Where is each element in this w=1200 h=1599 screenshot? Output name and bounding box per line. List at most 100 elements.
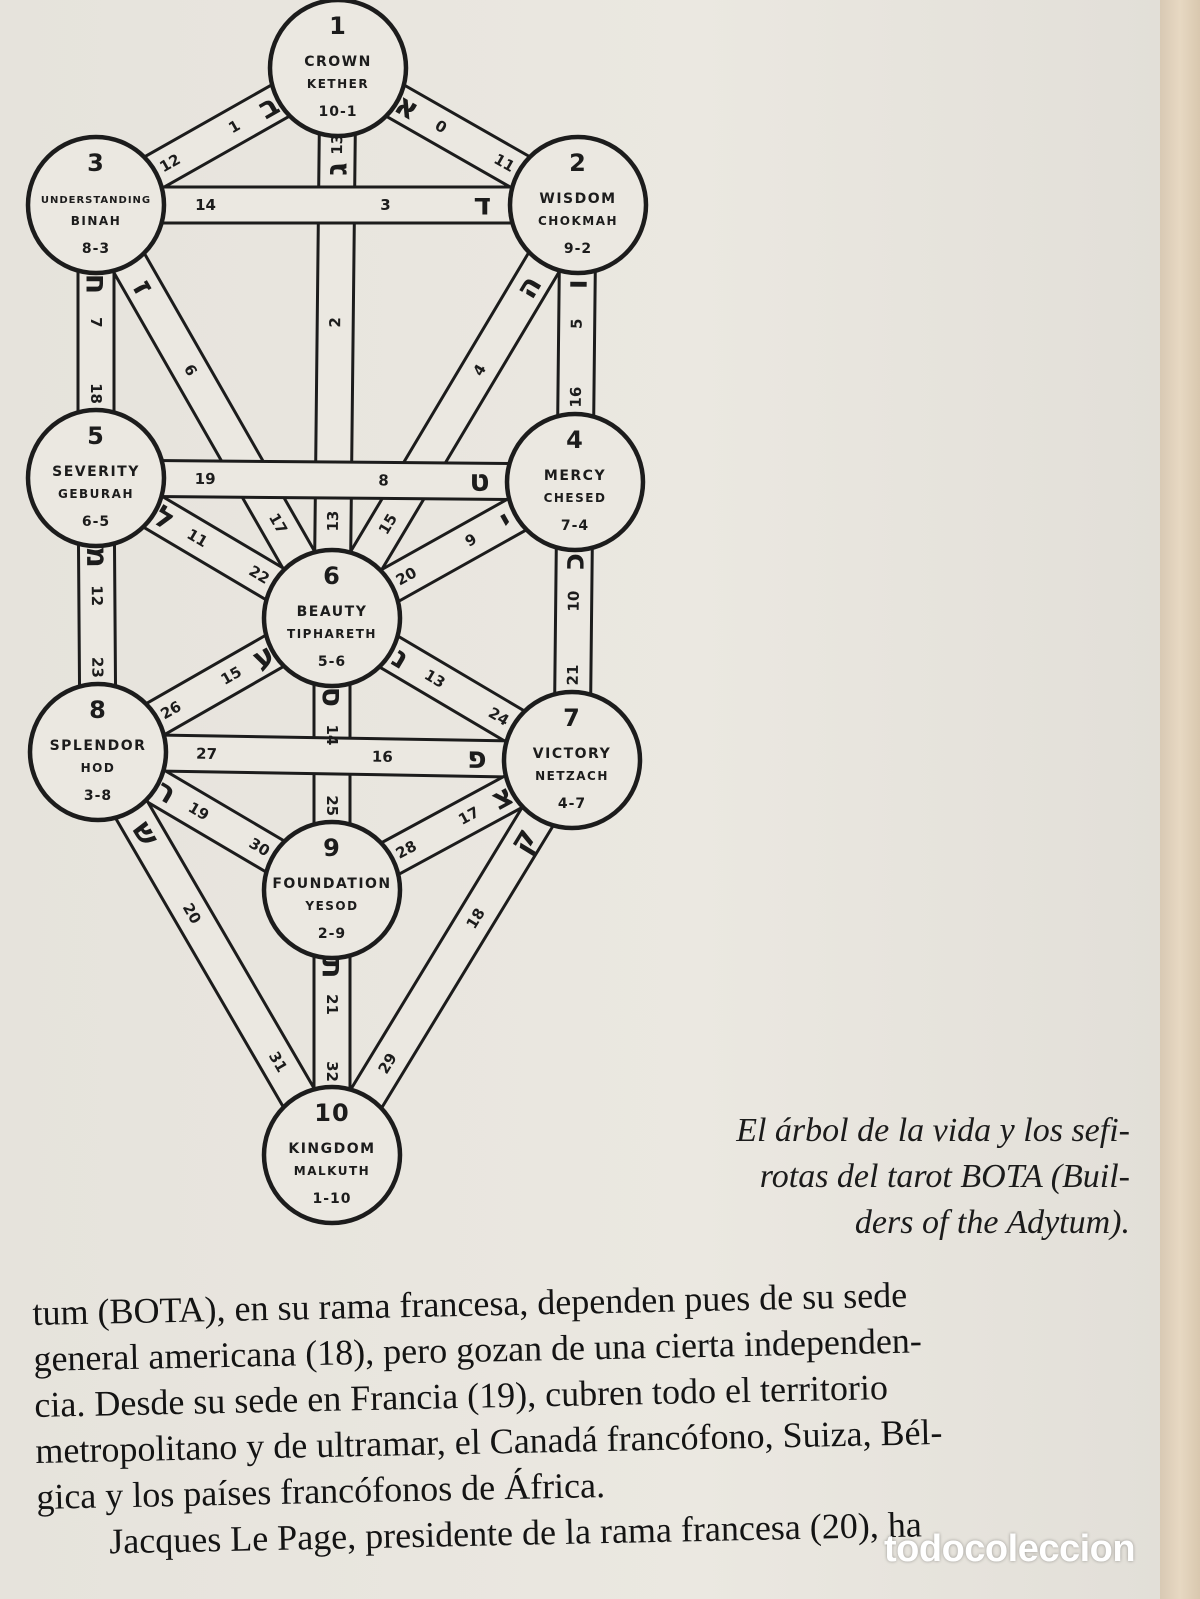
sephira-circle xyxy=(267,0,409,139)
sephira-name: CROWN xyxy=(304,54,372,70)
sephira-circle xyxy=(261,547,403,689)
sephira-range: 9-2 xyxy=(564,241,592,257)
sephira-number: 10 xyxy=(314,1099,349,1127)
sephira-number: 2 xyxy=(569,149,587,177)
hebrew-letter-ג: ג xyxy=(319,162,354,176)
path-2-3 xyxy=(94,185,580,225)
path-number: 10 xyxy=(565,591,583,612)
sephira-hebrew-name: GEBURAH xyxy=(58,487,134,501)
sephira-range: 3-8 xyxy=(84,788,112,804)
hebrew-letter-פ: פ xyxy=(467,741,487,776)
sephira-range: 10-1 xyxy=(318,104,357,120)
path-number: 27 xyxy=(196,745,217,763)
path-4-5 xyxy=(94,458,577,502)
path-number: 21 xyxy=(323,994,341,1015)
sephira-range: 8-3 xyxy=(82,241,110,257)
sephira-range: 5-6 xyxy=(318,654,346,670)
path-number: 8 xyxy=(378,471,389,489)
path-number: 16 xyxy=(372,748,393,766)
sephira-range: 7-4 xyxy=(561,518,589,534)
path-number: 19 xyxy=(195,470,216,488)
path-number: 14 xyxy=(323,725,341,746)
sephira-circle xyxy=(25,134,167,276)
sephira-name: UNDERSTANDING xyxy=(41,195,151,206)
sephira-circle xyxy=(507,134,649,276)
caption-line: ders of the Adytum). xyxy=(854,1204,1130,1241)
sephira-name: BEAUTY xyxy=(297,604,368,620)
sephira-hebrew-name: KETHER xyxy=(307,77,369,91)
sephira-name: VICTORY xyxy=(533,746,611,762)
sephira-circle xyxy=(25,407,167,549)
sephira-hebrew-name: YESOD xyxy=(304,899,358,913)
sephira-circle xyxy=(501,689,643,831)
page-edge xyxy=(1160,0,1200,1599)
sephira-circle xyxy=(261,1084,403,1226)
sephira-name: FOUNDATION xyxy=(272,876,391,892)
sephira-name: SPLENDOR xyxy=(50,738,147,754)
sephira-name: WISDOM xyxy=(539,191,616,207)
sephira-number: 5 xyxy=(87,422,105,450)
sephira-name: MERCY xyxy=(544,468,606,484)
path-number: 7 xyxy=(87,317,105,327)
sephira-circle xyxy=(504,411,646,553)
path-number: 23 xyxy=(88,657,106,678)
watermark-logo: todocoleccion xyxy=(884,1528,1136,1570)
path-number: 14 xyxy=(195,196,216,214)
path-number: 3 xyxy=(380,196,390,214)
sephira-number: 4 xyxy=(566,426,584,454)
sephira-hebrew-name: HOD xyxy=(81,761,116,775)
sephira-number: 1 xyxy=(329,12,347,40)
path-number: 2 xyxy=(326,317,344,328)
sephira-number: 8 xyxy=(89,696,107,724)
hebrew-letter-מ: מ xyxy=(79,546,114,568)
sephira-name: KINGDOM xyxy=(288,1141,375,1157)
sephira-range: 1-10 xyxy=(312,1191,351,1207)
figure-caption: El árbol de la vida y los sefi- rotas de… xyxy=(660,1108,1130,1246)
sephira-name: SEVERITY xyxy=(52,464,140,480)
path-number: 21 xyxy=(564,664,582,685)
sephira-number: 9 xyxy=(323,834,341,862)
hebrew-letter-ו: ו xyxy=(560,279,595,290)
hebrew-letter-ת: ת xyxy=(315,958,350,979)
sephira-range: 4-7 xyxy=(558,796,586,812)
path-number: 18 xyxy=(87,383,105,404)
sephira-range: 2-9 xyxy=(318,926,346,942)
sephira-hebrew-name: BINAH xyxy=(71,214,121,228)
path-number: 16 xyxy=(567,387,585,408)
caption-line: El árbol de la vida y los sefi- xyxy=(736,1112,1130,1149)
body-paragraph: tum (BOTA), en su rama francesa, depende… xyxy=(32,1267,1158,1566)
path-number: 25 xyxy=(323,795,341,816)
sephira-number: 7 xyxy=(563,704,581,732)
hebrew-letter-ד: ד xyxy=(473,188,491,223)
sephira-number: 3 xyxy=(87,149,105,177)
sephira-number: 6 xyxy=(323,562,341,590)
path-number: 32 xyxy=(323,1061,341,1082)
caption-line: rotas del tarot BOTA (Buil- xyxy=(759,1158,1130,1195)
hebrew-letter-ח: ח xyxy=(79,274,114,295)
sephira-hebrew-name: NETZACH xyxy=(535,769,609,783)
hebrew-letter-ט: ט xyxy=(469,464,490,499)
sephira-circle xyxy=(261,819,403,961)
hebrew-letter-ס: ס xyxy=(315,687,350,707)
path-number: 5 xyxy=(568,318,586,329)
sephirot-layer: 1CROWNKETHER10-12WISDOMCHOKMAH9-23UNDERS… xyxy=(25,0,649,1226)
sephira-hebrew-name: CHESED xyxy=(544,491,607,505)
sephira-circle xyxy=(27,681,169,823)
sephira-range: 6-5 xyxy=(82,514,110,530)
hebrew-letter-כ: כ xyxy=(557,553,592,570)
sephira-hebrew-name: MALKUTH xyxy=(294,1164,370,1178)
path-number: 13 xyxy=(328,134,346,155)
path-number: 12 xyxy=(88,585,106,606)
path-number: 13 xyxy=(324,510,342,531)
sephira-hebrew-name: TIPHARETH xyxy=(287,627,377,641)
